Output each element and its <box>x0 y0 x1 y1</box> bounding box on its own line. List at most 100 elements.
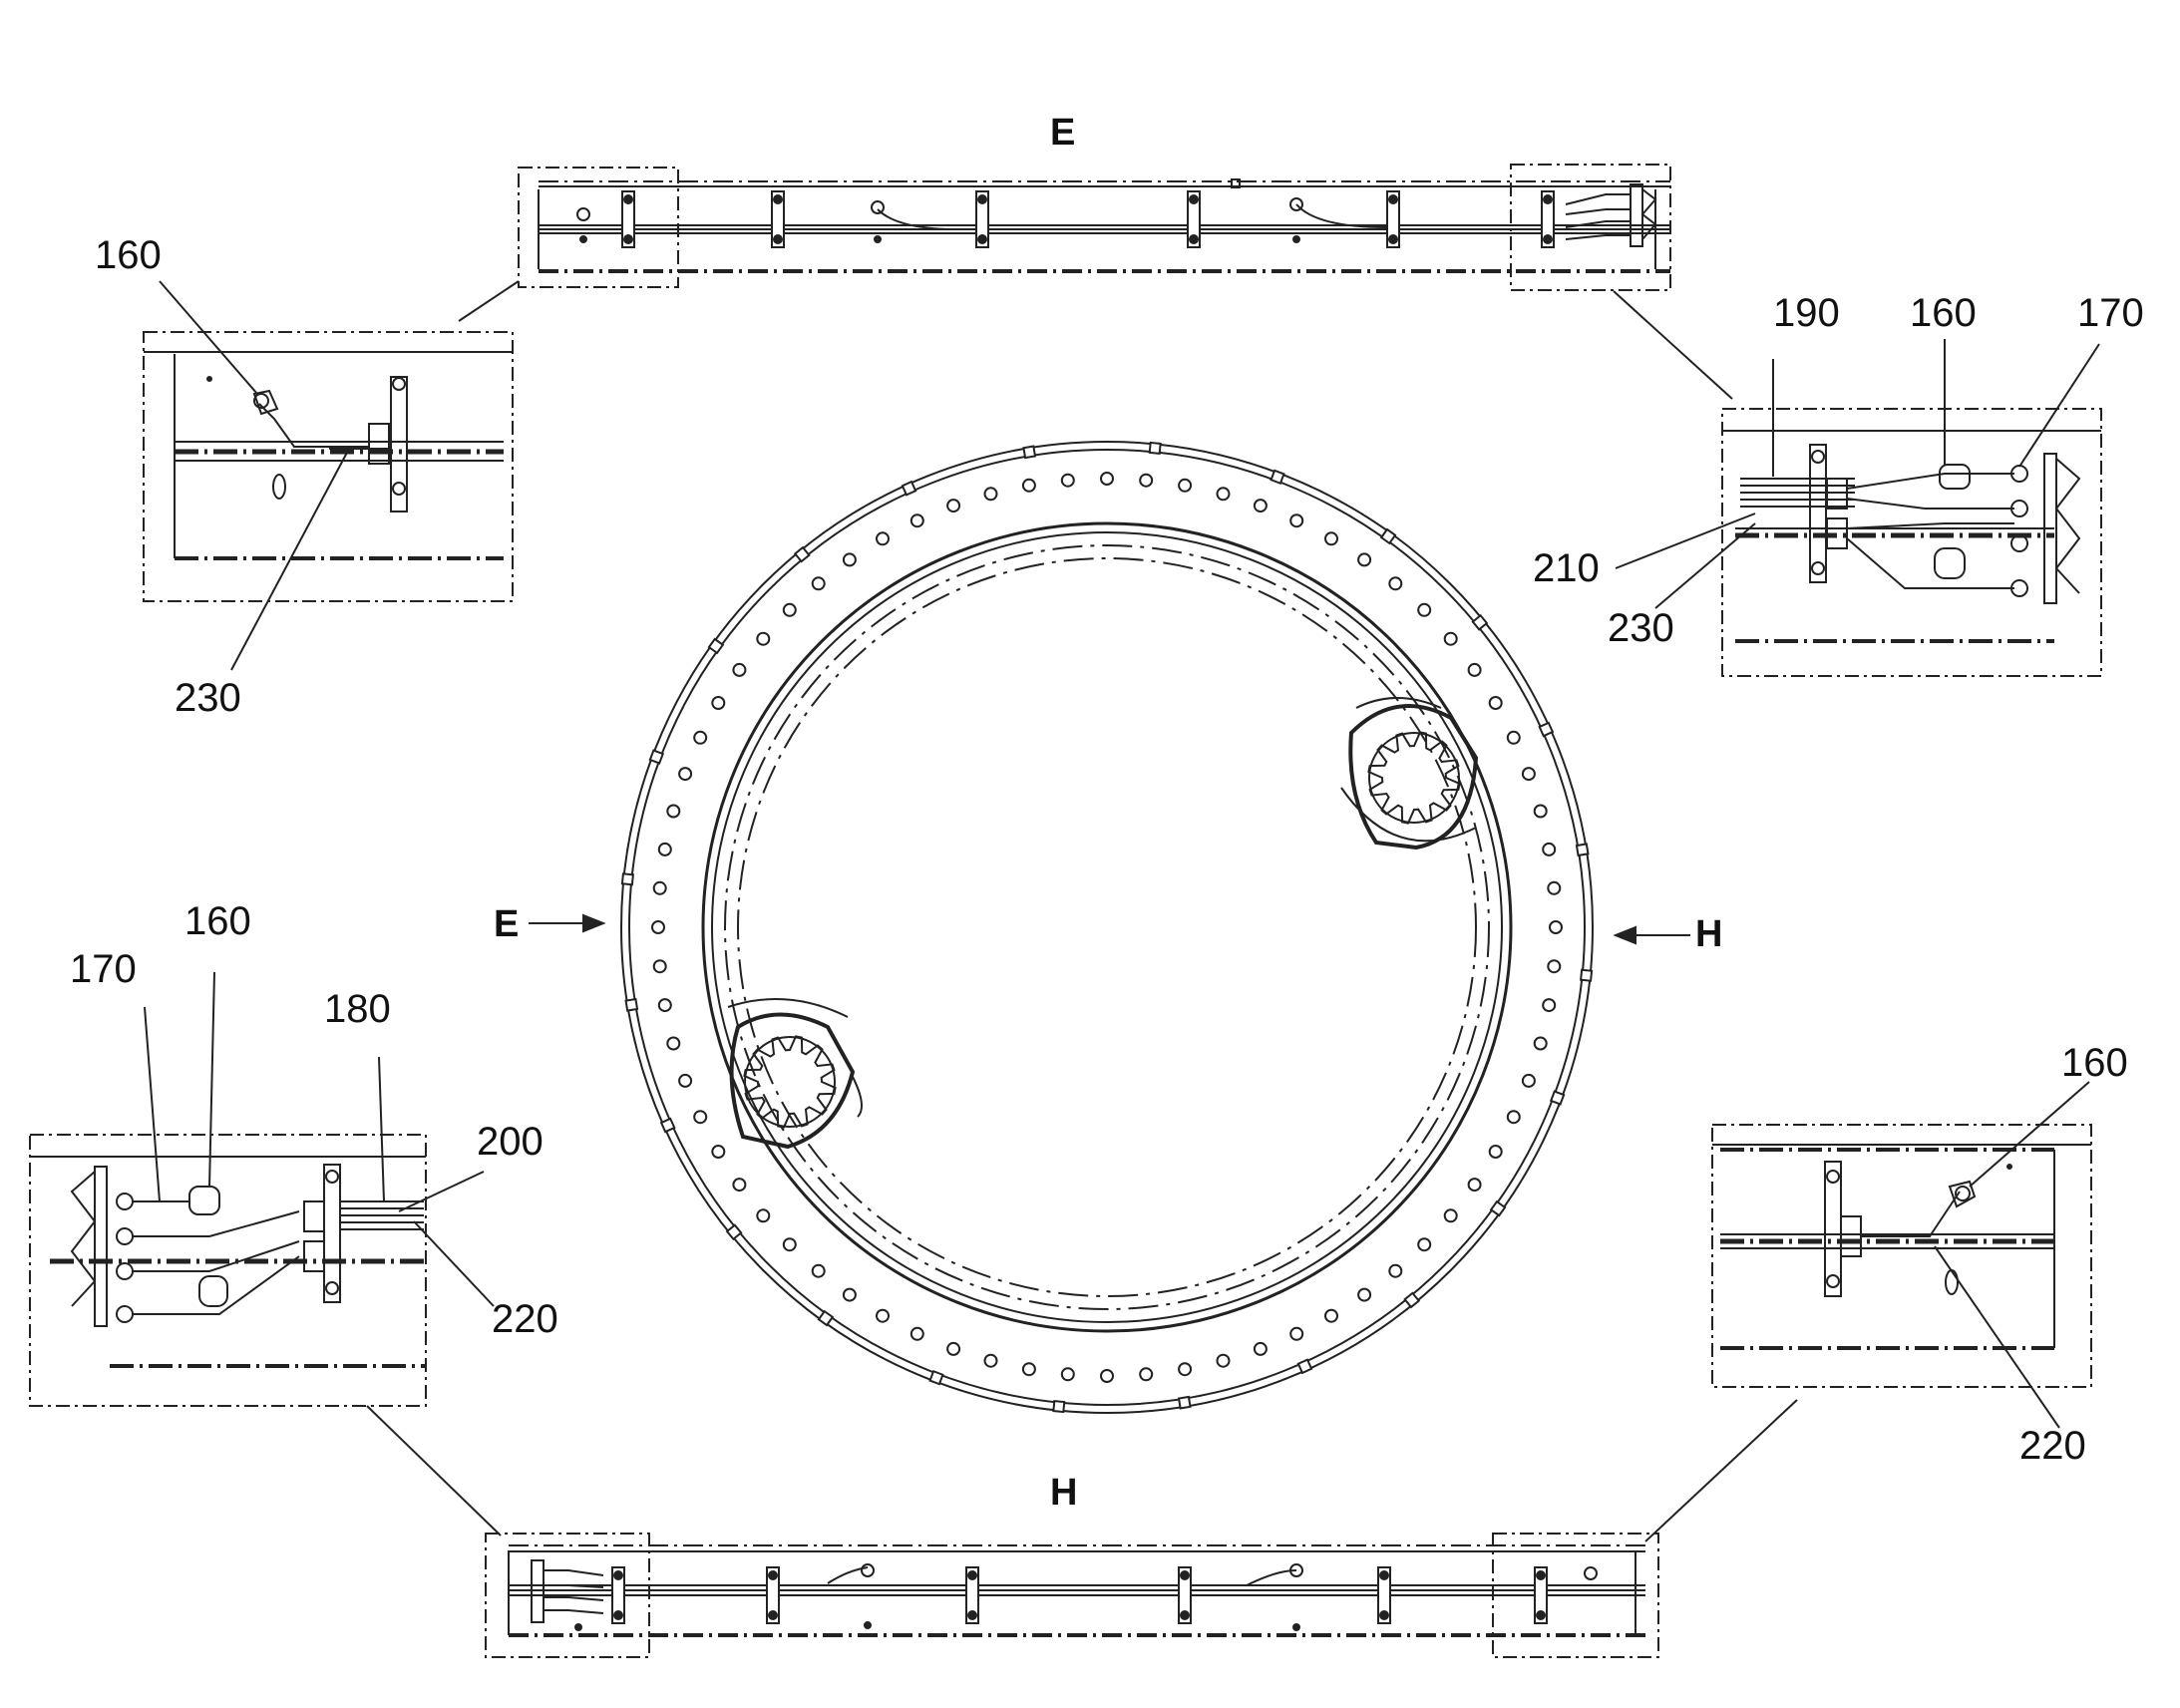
bolt-hole <box>782 602 797 617</box>
bottom-section-strip-h <box>485 1533 1659 1658</box>
bolt-hole <box>1100 1369 1114 1383</box>
cable-clip <box>1549 1090 1566 1106</box>
cable-clip <box>793 545 811 563</box>
bolt-hole <box>983 1353 998 1368</box>
bolt-hole <box>1324 531 1338 546</box>
bolt-hole <box>1021 478 1036 493</box>
bolt-hole <box>1060 473 1075 488</box>
bolt-hole <box>1547 959 1562 974</box>
callout-tr-190: 190 <box>1773 291 1840 335</box>
view-label-e-left: E <box>494 903 520 945</box>
bolt-hole <box>1388 1263 1403 1278</box>
main-bearing-ring <box>620 441 1594 1414</box>
callout-tl-160: 160 <box>95 233 162 277</box>
bolt-hole <box>652 959 667 974</box>
pinion-gear-upper-right <box>1340 697 1479 851</box>
bolt-hole <box>1216 1353 1231 1368</box>
bolt-hole <box>1289 513 1304 528</box>
cable-clip <box>1403 1291 1421 1309</box>
bolt-hole <box>1060 1367 1075 1382</box>
bolt-hole <box>651 920 665 934</box>
bolt-hole <box>1289 1326 1304 1341</box>
callout-tr-170: 170 <box>2077 291 2144 335</box>
connector-bottom-right <box>1644 1399 1798 1542</box>
bolt-hole <box>1547 880 1562 895</box>
gear-teeth <box>1367 731 1461 825</box>
connector-top-left <box>458 280 520 322</box>
cable-clip <box>707 637 725 655</box>
bolt-hole <box>678 1073 693 1088</box>
bolt-hole <box>1549 920 1563 934</box>
bolt-hole <box>876 1308 890 1323</box>
bolt-hole <box>1506 1110 1521 1125</box>
detail-top-left <box>143 331 514 602</box>
bolt-hole <box>1533 804 1548 819</box>
callout-bl-160: 160 <box>184 899 251 943</box>
bolt-hole <box>1443 1208 1458 1223</box>
callout-br-160: 160 <box>2061 1041 2128 1085</box>
detail-bottom-right <box>1711 1124 2092 1388</box>
bolt-hole <box>811 576 826 591</box>
bolt-hole <box>666 804 681 819</box>
cable-clip <box>1575 843 1590 857</box>
bolt-hole <box>666 1036 681 1051</box>
bolt-hole <box>1324 1308 1338 1323</box>
cable-clip <box>648 749 665 765</box>
callout-tr-210: 210 <box>1533 546 1600 590</box>
cable-clip <box>1379 527 1397 545</box>
bolt-hole <box>657 998 672 1013</box>
cable-clip <box>624 997 639 1012</box>
bolt-hole <box>946 499 961 513</box>
bolt-hole <box>1178 478 1193 493</box>
bolt-hole <box>657 842 672 856</box>
bolt-hole <box>842 1287 857 1302</box>
bolt-hole <box>711 696 726 710</box>
top-section-strip-e <box>518 164 1671 291</box>
cable-clip <box>1538 721 1555 738</box>
cable-clip <box>817 1309 835 1327</box>
bolt-hole <box>1178 1362 1193 1377</box>
bolt-hole <box>1216 487 1231 502</box>
cable-clip <box>928 1369 944 1386</box>
bolt-hole <box>693 1110 708 1125</box>
cable-clip <box>1052 1400 1066 1414</box>
bolt-hole <box>811 1263 826 1278</box>
callout-bl-180: 180 <box>324 987 391 1031</box>
bolt-hole <box>1417 602 1432 617</box>
bolt-hole <box>1139 473 1154 488</box>
bolt-hole <box>946 1341 961 1356</box>
detail-bottom-left <box>29 1134 427 1407</box>
bolt-hole <box>1388 576 1403 591</box>
cable-clip <box>1022 445 1037 460</box>
callout-bl-170: 170 <box>70 947 137 991</box>
bolt-hole <box>1253 499 1268 513</box>
bolt-hole <box>1467 1178 1482 1193</box>
bolt-hole <box>1100 472 1114 486</box>
bolt-hole <box>983 487 998 502</box>
bolt-hole <box>1021 1362 1036 1377</box>
cable-clip <box>1177 1395 1192 1410</box>
bolt-hole <box>842 552 857 567</box>
bolt-hole <box>732 662 747 677</box>
detail-top-right <box>1721 408 2102 677</box>
callout-br-220: 220 <box>2019 1424 2086 1468</box>
bolt-hole <box>909 513 924 528</box>
view-label-h-right: H <box>1695 913 1723 955</box>
callout-tr-160: 160 <box>1910 291 1977 335</box>
cable-clip <box>1471 613 1489 631</box>
bolt-hole <box>1417 1237 1432 1252</box>
bolt-hole <box>1443 631 1458 646</box>
callout-bl-220: 220 <box>492 1297 558 1341</box>
view-label-e-top: E <box>1050 112 1076 154</box>
callout-tr-230: 230 <box>1608 606 1674 650</box>
bolt-hole <box>1521 767 1536 782</box>
cable-clip <box>901 480 917 497</box>
connector-top-right <box>1613 290 1733 400</box>
bolt-hole <box>1521 1073 1536 1088</box>
cable-clip <box>725 1223 743 1241</box>
pinion-gear-lower-left <box>727 998 863 1150</box>
cable-clip <box>1296 1358 1313 1375</box>
bolt-hole <box>693 730 708 745</box>
connector-bottom-left <box>366 1405 502 1537</box>
